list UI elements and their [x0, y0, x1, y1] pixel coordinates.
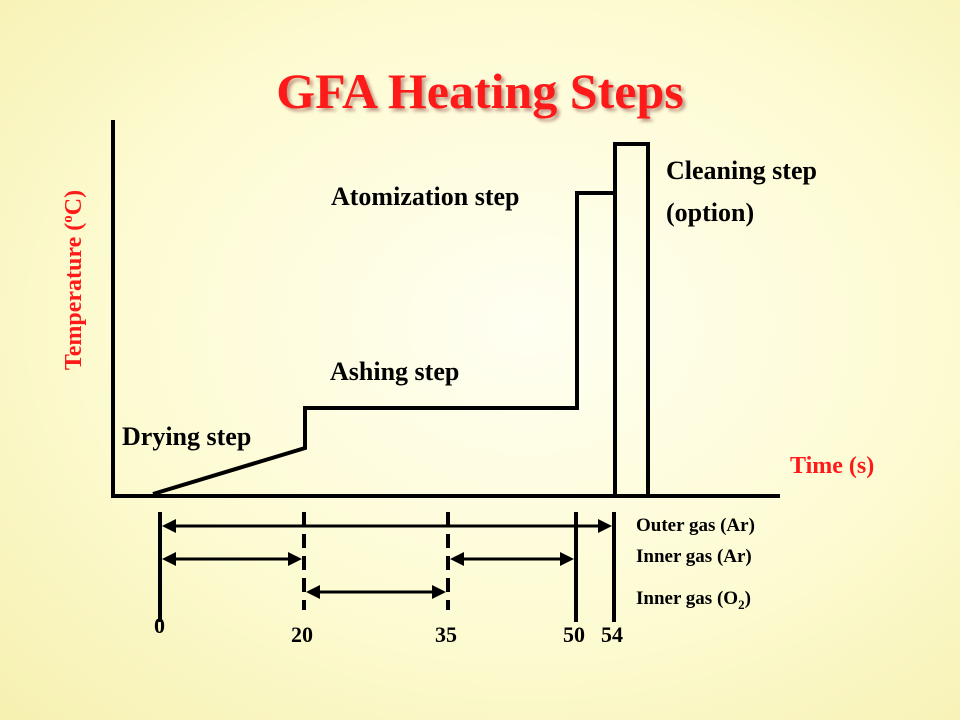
- inner-gas-o2-label: Inner gas (O2): [636, 588, 751, 612]
- time-tick-0: 0: [154, 613, 165, 638]
- x-axis-label: Time (s): [790, 453, 875, 479]
- cleaning-step-option-label: (option): [666, 198, 755, 227]
- time-tick-35: 35: [435, 622, 457, 647]
- inner-gas-ar-label: Inner gas (Ar): [636, 546, 752, 567]
- inner-gas-ar-arrow-2: [450, 552, 574, 566]
- time-tick-50: 50: [563, 622, 585, 647]
- drying-step-label: Drying step: [122, 422, 252, 451]
- cleaning-step-label: Cleaning step: [666, 156, 817, 185]
- outer-gas-label: Outer gas (Ar): [636, 515, 755, 536]
- time-tick-54: 54: [601, 622, 623, 647]
- inner-gas-o2-arrow: [306, 585, 446, 599]
- temperature-profile-line: [152, 191, 615, 496]
- time-tick-20: 20: [291, 622, 313, 647]
- outer-gas-arrow: [162, 519, 612, 533]
- inner-gas-ar-arrow-1: [162, 552, 302, 566]
- cleaning-step-pulse: [613, 142, 650, 496]
- ashing-step-label: Ashing step: [330, 357, 460, 386]
- atomization-step-label: Atomization step: [331, 182, 520, 211]
- page-title: GFA Heating Steps: [276, 63, 684, 119]
